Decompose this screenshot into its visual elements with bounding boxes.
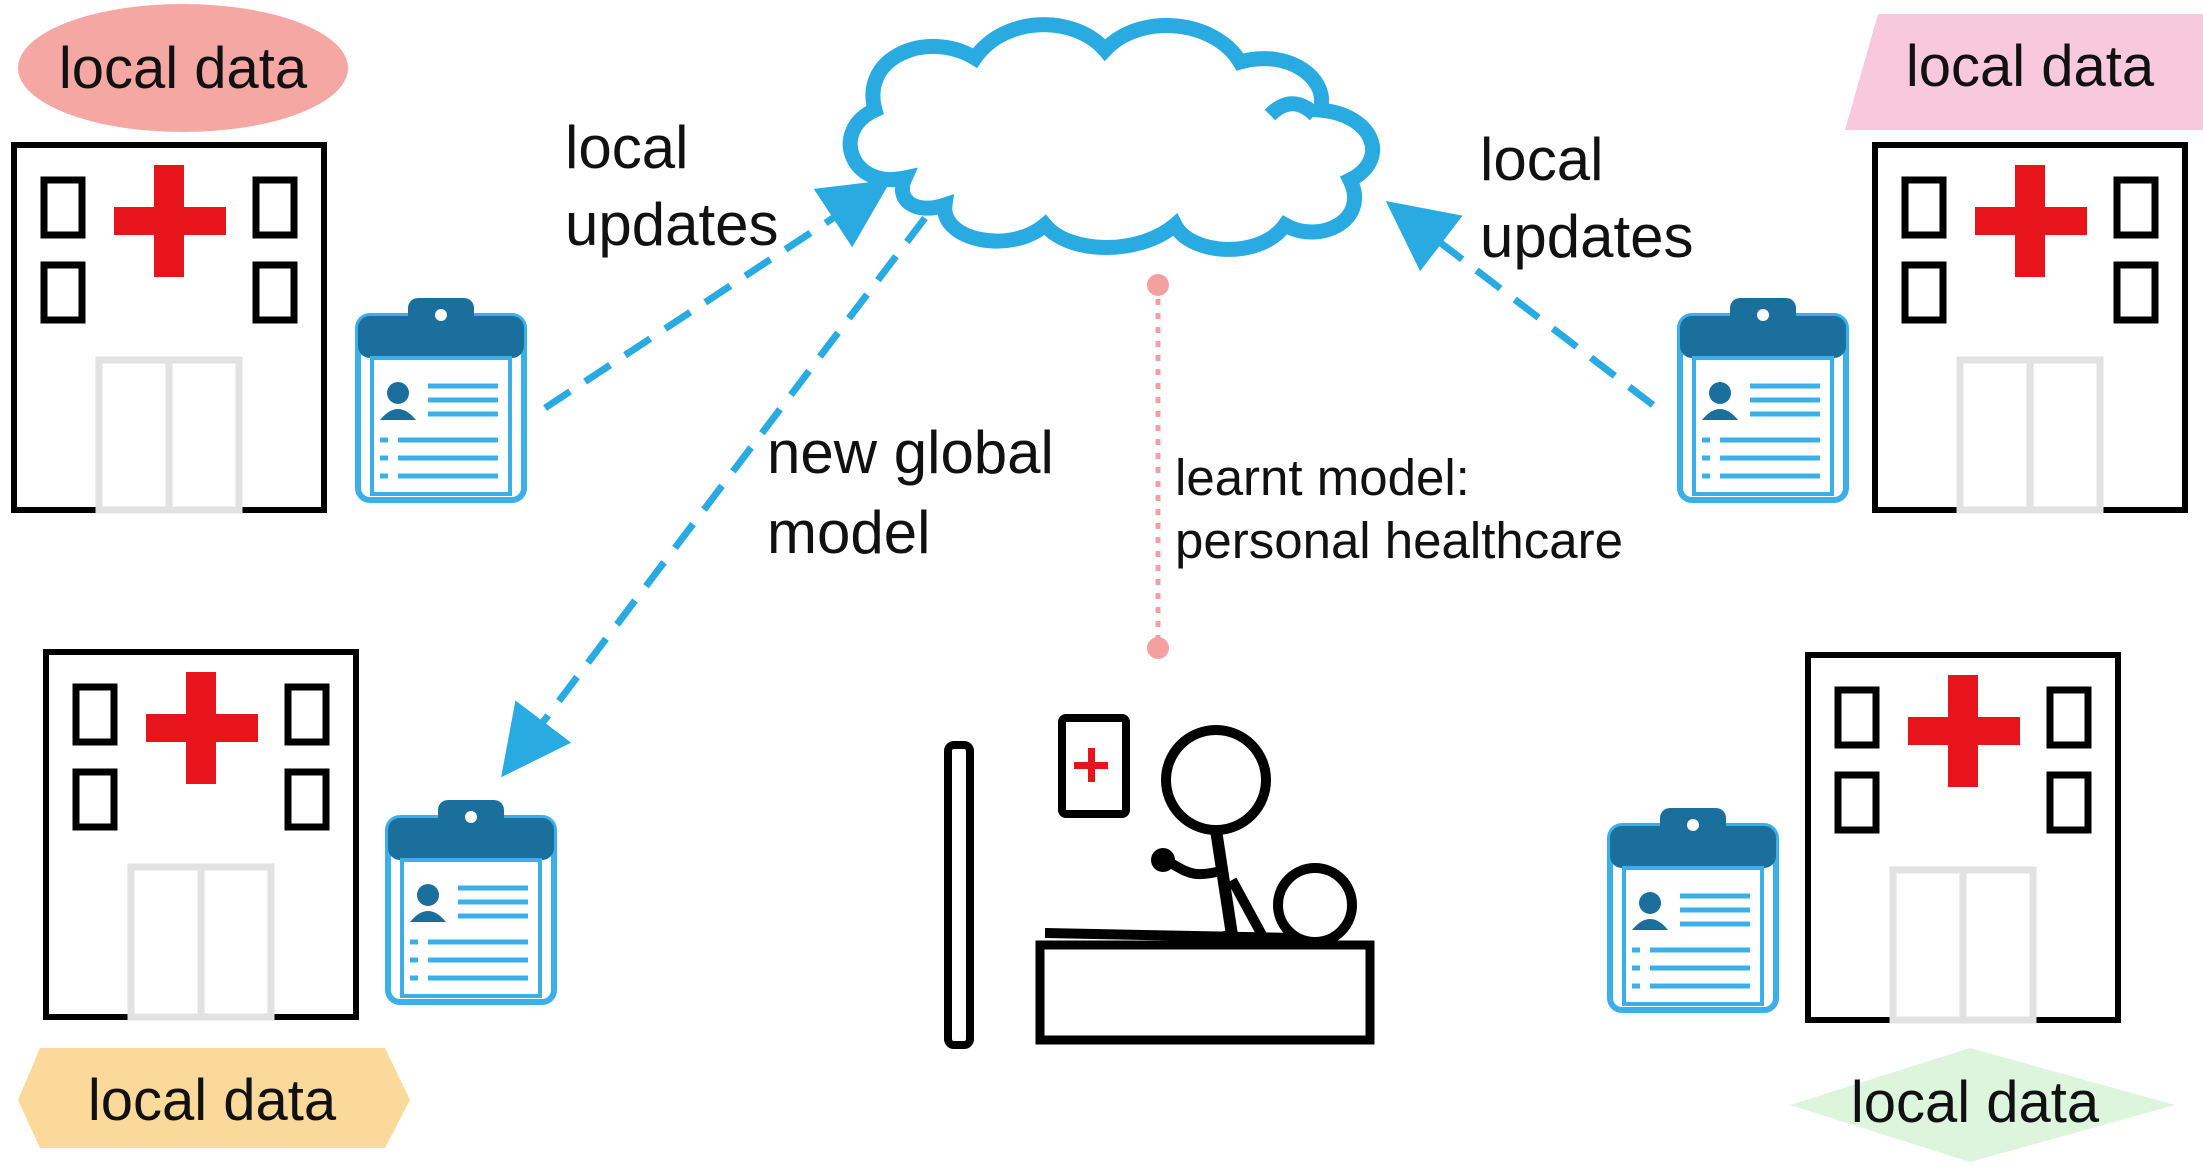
- new-global-model-line1: new global: [767, 419, 1054, 486]
- hospital-icon-bottom-right: [1808, 655, 2118, 1020]
- clipboard-icon-bottom-left: [388, 800, 554, 1002]
- cloud-icon: [842, 17, 1381, 257]
- link-dot-top: [1147, 274, 1169, 296]
- clipboard-icon-bottom-right: [1610, 808, 1776, 1010]
- local-data-tag-top-right: [1845, 14, 2203, 130]
- local-updates-left-line1: local: [565, 114, 688, 181]
- local-data-label-top-left: local data: [59, 36, 308, 101]
- local-data-label-top-right: local data: [1906, 34, 2155, 99]
- new-global-model-line2: model: [767, 499, 930, 566]
- arrow-local-updates-left: [543, 179, 892, 411]
- hospital-icon-top-left: [14, 145, 324, 510]
- local-updates-left-line2: updates: [565, 191, 779, 258]
- link-dot-bottom: [1147, 637, 1169, 659]
- local-updates-right-line1: local: [1480, 126, 1603, 193]
- cloud-inner-curve: [1264, 96, 1321, 121]
- learnt-model-line1: learnt model:: [1175, 449, 1470, 506]
- arrow-new-global-model: [501, 215, 928, 778]
- clipboard-icon-top-left: [358, 298, 524, 500]
- local-data-tag-bottom-left: [18, 1048, 410, 1148]
- arrow-local-updates-right: [1385, 201, 1656, 408]
- learnt-model-line2: personal healthcare: [1175, 512, 1623, 569]
- local-updates-right-line2: updates: [1480, 203, 1694, 270]
- doctor-patient-icon: [944, 714, 1375, 1049]
- local-data-label-bottom-left: local data: [88, 1068, 337, 1133]
- local-data-tag-top-left: [18, 4, 348, 132]
- hospital-icon-top-right: [1875, 145, 2185, 510]
- local-data-label-bottom-right: local data: [1851, 1070, 2100, 1135]
- hospital-icon-bottom-left: [46, 652, 356, 1017]
- clipboard-icon-top-right: [1680, 298, 1846, 500]
- local-data-tag-bottom-right: [1790, 1048, 2175, 1162]
